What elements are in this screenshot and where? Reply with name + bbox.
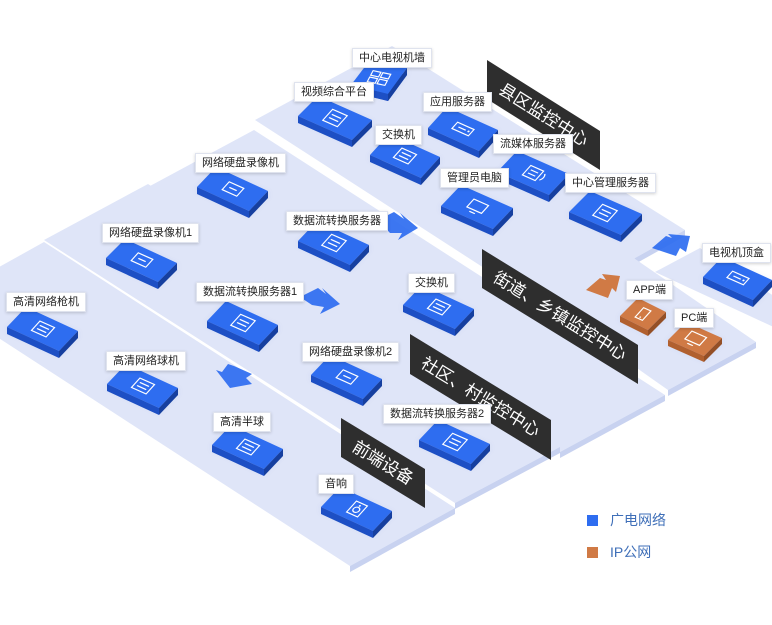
label-street-switch: 交换机 bbox=[408, 273, 455, 293]
switch-icon bbox=[392, 147, 418, 165]
stream-server-device bbox=[497, 151, 569, 202]
dome-camera-device bbox=[107, 364, 178, 415]
nvr-icon bbox=[335, 369, 359, 385]
set-top-box-icon bbox=[725, 270, 751, 286]
monitor-icon bbox=[683, 330, 708, 347]
set-top-box-device bbox=[703, 257, 772, 307]
server-rack-icon bbox=[591, 203, 619, 223]
label-switch: 交换机 bbox=[375, 125, 422, 145]
arrow-icon bbox=[216, 364, 252, 388]
legend-broadcast: 广电网络 bbox=[587, 510, 666, 530]
street-switch-device bbox=[403, 285, 474, 336]
center-server-device bbox=[569, 191, 642, 242]
nvr-icon bbox=[221, 181, 245, 197]
label-stream-server: 流媒体服务器 bbox=[493, 134, 573, 154]
devices bbox=[7, 60, 772, 538]
label-speaker: 音响 bbox=[318, 474, 354, 494]
stream-server-icon bbox=[521, 164, 546, 182]
app-client-device bbox=[620, 298, 666, 336]
label-community-nvr1: 网络硬盘录像机1 bbox=[102, 223, 200, 243]
gun-camera-device bbox=[7, 307, 78, 358]
arrow-icon bbox=[652, 234, 690, 256]
label-street-nvr: 网络硬盘录像机 bbox=[195, 153, 286, 173]
legend-broadcast-label: 广电网络 bbox=[610, 512, 666, 528]
monitor-icon bbox=[465, 198, 490, 215]
camera-icon bbox=[130, 377, 156, 395]
label-admin-pc: 管理员电脑 bbox=[440, 168, 509, 188]
tv-wall-icon bbox=[366, 69, 392, 87]
half-dome-device bbox=[212, 425, 283, 476]
server-rack-icon bbox=[229, 313, 257, 333]
community-stream2-device bbox=[419, 420, 490, 471]
flow-arrows bbox=[216, 212, 690, 388]
label-half-dome: 高清半球 bbox=[213, 412, 271, 432]
platform-street bbox=[150, 130, 665, 458]
community-stream1-device bbox=[207, 301, 278, 352]
label-set-top-box: 电视机顶盒 bbox=[702, 243, 771, 263]
label-community-nvr2: 网络硬盘录像机2 bbox=[302, 342, 400, 362]
pc-client-device bbox=[668, 322, 722, 362]
server-rack-icon bbox=[321, 108, 349, 128]
street-nvr-device bbox=[197, 167, 268, 218]
label-gun-camera: 高清网络枪机 bbox=[6, 292, 86, 312]
phone-icon bbox=[634, 306, 652, 322]
label-pc-client: PC端 bbox=[674, 308, 715, 328]
legend-broadcast-swatch bbox=[587, 514, 598, 526]
switch-device bbox=[370, 134, 440, 185]
label-street-stream-server: 数据流转换服务器 bbox=[286, 211, 388, 231]
camera-icon bbox=[235, 438, 261, 456]
server-icon bbox=[450, 121, 476, 137]
video-platform-device bbox=[298, 96, 372, 147]
legend-ip: IP公网 bbox=[587, 542, 651, 562]
arrow-icon bbox=[586, 274, 620, 298]
switch-icon bbox=[426, 298, 452, 316]
admin-pc-device bbox=[441, 185, 513, 236]
label-community-stream1: 数据流转换服务器1 bbox=[196, 282, 305, 302]
label-app-server: 应用服务器 bbox=[423, 92, 492, 112]
label-community-stream2: 数据流转换服务器2 bbox=[383, 404, 492, 424]
camera-icon bbox=[30, 320, 56, 338]
speaker-device bbox=[321, 487, 392, 538]
label-dome-camera: 高清网络球机 bbox=[106, 351, 186, 371]
label-video-platform: 视频综合平台 bbox=[294, 82, 374, 102]
street-stream-server-device bbox=[298, 221, 369, 272]
label-center-server: 中心管理服务器 bbox=[565, 173, 656, 193]
server-rack-icon bbox=[441, 432, 469, 452]
community-nvr2-device bbox=[311, 355, 382, 406]
label-tv-wall: 中心电视机墙 bbox=[352, 48, 432, 68]
arrow-icon bbox=[300, 288, 340, 314]
nvr-icon bbox=[130, 252, 154, 268]
community-nvr1-device bbox=[106, 239, 177, 289]
speaker-icon bbox=[345, 500, 369, 518]
legend-ip-label: IP公网 bbox=[610, 544, 652, 560]
server-rack-icon bbox=[320, 233, 348, 253]
arrow-icon bbox=[378, 212, 418, 240]
label-app-client: APP端 bbox=[626, 280, 674, 300]
legend-ip-swatch bbox=[587, 546, 598, 558]
